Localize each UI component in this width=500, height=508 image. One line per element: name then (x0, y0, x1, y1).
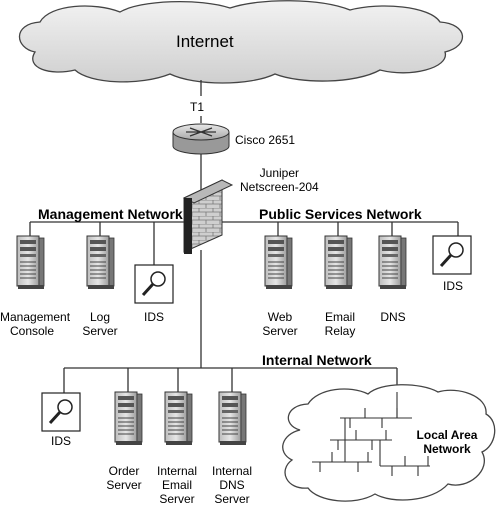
internal-email-line1: Internal (156, 464, 198, 478)
dns-label: DNS (380, 310, 406, 324)
management-console-line2: Console (9, 324, 55, 338)
management-console-label: Management Console (0, 310, 71, 338)
internal-dns-line2: DNS (219, 478, 245, 492)
router-label: Cisco 2651 (235, 133, 296, 147)
internal-dns-server-icon (218, 391, 247, 446)
internal-ids-label: IDS (50, 434, 71, 448)
management-ids-icon (133, 263, 175, 305)
internal-email-server-label: Internal Email Server (152, 464, 202, 506)
web-server-label: Web Server (258, 310, 302, 338)
web-server-line2: Server (262, 324, 298, 338)
firewall-label-line1: Juniper (259, 166, 300, 180)
lan-label: Local Area Network (412, 428, 482, 456)
web-server-icon (264, 235, 293, 290)
log-server-icon (86, 235, 115, 290)
email-relay-line1: Email (324, 310, 355, 324)
firewall-label: Juniper Netscreen-204 (240, 166, 319, 194)
email-relay-label: Email Relay (318, 310, 362, 338)
internal-email-line3: Server (159, 492, 195, 506)
log-server-label: Log Server (78, 310, 122, 338)
lan-topology-lines (312, 392, 430, 476)
internal-network-title: Internal Network (262, 352, 372, 368)
lan-label-line2: Network (423, 442, 471, 456)
internet-cloud (18, 0, 464, 84)
management-console-line1: Management (0, 310, 71, 324)
log-server-line2: Server (82, 324, 118, 338)
internal-email-line2: Email (161, 478, 192, 492)
management-console-server-icon (16, 235, 45, 290)
log-server-line1: Log (89, 310, 111, 324)
public-ids-icon (431, 234, 473, 276)
management-ids-label: IDS (143, 310, 164, 324)
lan-cloud (282, 384, 496, 502)
order-server-line1: Order (108, 464, 140, 478)
firewall-label-line2: Netscreen-204 (240, 180, 319, 194)
management-network-lines (29, 221, 190, 266)
dns-server-icon (378, 235, 407, 290)
router-icon (172, 123, 230, 155)
t1-link-label: T1 (190, 100, 205, 114)
public-ids-label: IDS (442, 279, 463, 293)
email-relay-line2: Relay (324, 324, 356, 338)
lan-label-line1: Local Area (416, 428, 478, 442)
public-network-lines (215, 221, 459, 236)
email-relay-server-icon (324, 235, 353, 290)
firewall-icon (182, 179, 234, 254)
internal-dns-server-label: Internal DNS Server (207, 464, 257, 506)
public-network-title: Public Services Network (259, 206, 422, 222)
management-network-title: Management Network (38, 206, 183, 222)
order-server-label: Order Server (102, 464, 146, 492)
internal-dns-line3: Server (214, 492, 250, 506)
internet-label: Internet (176, 32, 234, 51)
internal-email-server-icon (164, 391, 193, 446)
web-server-line1: Web (267, 310, 293, 324)
internal-ids-icon (40, 391, 82, 433)
order-server-line2: Server (106, 478, 142, 492)
internal-dns-line1: Internal (211, 464, 253, 478)
order-server-icon (114, 391, 143, 446)
